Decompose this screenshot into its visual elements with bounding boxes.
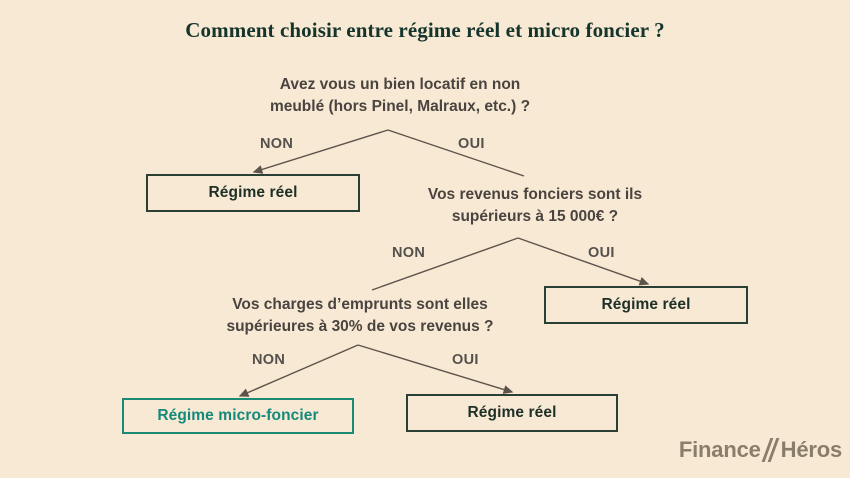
edge-label-q3-oui: OUI — [452, 352, 479, 368]
question-2-line-2: supérieurs à 15 000€ ? — [451, 208, 619, 226]
question-3-line-2: supérieures à 30% de vos revenus ? — [226, 318, 494, 336]
edge-label-q2-oui: OUI — [588, 245, 615, 261]
question-2: Vos revenus fonciers sont ils supérieurs… — [370, 184, 700, 229]
outcome-box-regime-reel-1-label: Régime réel — [208, 184, 298, 201]
outcome-box-regime-reel-2-label: Régime réel — [601, 296, 691, 313]
question-3-line-1: Vos charges d’emprunts sont elles — [232, 296, 488, 313]
outcome-box-regime-reel-2[interactable]: Régime réel — [544, 286, 748, 324]
edge-label-q2-non: NON — [392, 245, 426, 261]
double-slash-icon — [761, 438, 780, 462]
outcome-box-regime-reel-3-label: Régime réel — [467, 404, 557, 421]
outcome-box-regime-micro-foncier[interactable]: Régime micro-foncier — [122, 398, 354, 434]
question-1-line-2: meublé (hors Pinel, Malraux, etc.) ? — [269, 98, 531, 116]
page-title: Comment choisir entre régime réel et mic… — [185, 18, 665, 42]
outcome-box-regime-reel-1[interactable]: Régime réel — [146, 174, 360, 212]
edge-label-q1-non: NON — [260, 136, 294, 152]
edge-label-q3-non: NON — [252, 352, 286, 368]
brand-logo: Finance Héros — [676, 432, 842, 468]
question-1-line-1: Avez vous un bien locatif en non — [279, 76, 521, 93]
outcome-box-regime-micro-foncier-label: Régime micro-foncier — [157, 407, 319, 424]
brand-logo-word-1: Finance — [678, 437, 761, 462]
question-1: Avez vous un bien locatif en non meublé … — [205, 74, 595, 119]
outcome-box-regime-reel-3[interactable]: Régime réel — [406, 394, 618, 432]
question-2-line-1: Vos revenus fonciers sont ils — [427, 186, 643, 203]
brand-logo-word-2: Héros — [780, 437, 843, 462]
question-3: Vos charges d’emprunts sont elles supéri… — [185, 294, 535, 339]
edge-label-q1-oui: OUI — [458, 136, 485, 152]
